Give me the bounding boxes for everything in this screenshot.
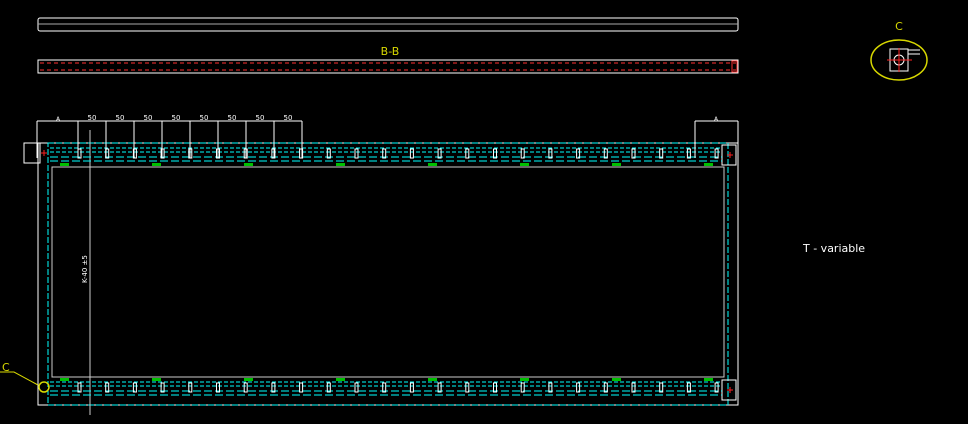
top-elevation-view	[37, 17, 739, 32]
dimension-spacing-label: 50	[284, 114, 293, 122]
marker	[612, 163, 621, 166]
detail-c-view	[870, 39, 928, 81]
slot	[576, 148, 581, 159]
slot	[686, 382, 691, 393]
slot	[409, 148, 414, 159]
marker	[152, 163, 161, 166]
slot	[603, 148, 608, 159]
slot	[493, 148, 497, 159]
slot	[382, 148, 387, 159]
slot	[326, 148, 331, 159]
slot	[520, 382, 525, 393]
marker	[704, 163, 713, 166]
detail-label: C	[895, 20, 903, 33]
section-label: B-B	[381, 45, 400, 58]
note-text: T - variable	[802, 242, 865, 255]
marker	[244, 163, 253, 166]
plan-view	[0, 130, 739, 415]
slot	[354, 148, 359, 159]
slot	[299, 382, 304, 393]
dimension-left-end: A	[56, 116, 61, 123]
slot	[548, 148, 553, 159]
slot	[160, 148, 165, 159]
slot	[659, 382, 664, 393]
slot	[299, 148, 304, 159]
marker	[612, 378, 621, 381]
dimension-spacing-label: 50	[200, 114, 209, 122]
marker	[520, 378, 529, 381]
marker	[428, 378, 437, 381]
dimension-spacing-label: 50	[116, 114, 125, 122]
slot	[686, 148, 691, 159]
marker	[520, 163, 529, 166]
slot	[465, 382, 470, 393]
dimension-spacing-label: 50	[144, 114, 153, 122]
slot	[714, 148, 719, 159]
dimension-chain	[36, 120, 739, 158]
slot	[77, 382, 82, 393]
section-b-b-view	[37, 59, 739, 74]
slot	[631, 148, 636, 159]
slot	[437, 382, 442, 393]
slot	[409, 382, 414, 393]
dimension-spacing-label: 50	[256, 114, 265, 122]
slot	[493, 382, 497, 393]
marker	[336, 163, 345, 166]
slot	[243, 382, 248, 393]
dimension-spacing-label: 50	[88, 114, 97, 122]
slot	[132, 148, 137, 159]
slot	[714, 382, 719, 393]
slot	[465, 148, 470, 159]
dimension-right-end: A	[714, 116, 719, 123]
slot	[382, 382, 387, 393]
dimension-spacing-label: 50	[172, 114, 181, 122]
dimension-spacing-label: 50	[228, 114, 237, 122]
slot	[188, 382, 193, 393]
marker	[704, 378, 713, 381]
marker	[244, 378, 253, 381]
marker	[60, 163, 69, 166]
slot	[271, 148, 276, 159]
slot	[354, 382, 359, 393]
slot	[520, 148, 525, 159]
slot	[548, 382, 553, 393]
slot	[659, 148, 664, 159]
slot	[271, 382, 276, 393]
slot	[576, 382, 581, 393]
slot	[105, 382, 110, 393]
marker	[428, 163, 437, 166]
detail-callout-label: C	[2, 361, 10, 374]
slot	[631, 382, 636, 393]
slot	[326, 382, 331, 393]
marker	[336, 378, 345, 381]
marker	[152, 378, 161, 381]
slot	[437, 148, 442, 159]
slot	[132, 382, 137, 393]
vertical-dimension-label: K-40 ±5	[81, 255, 89, 283]
slot	[216, 382, 220, 393]
marker	[60, 378, 69, 381]
slot	[160, 382, 165, 393]
slot	[603, 382, 608, 393]
